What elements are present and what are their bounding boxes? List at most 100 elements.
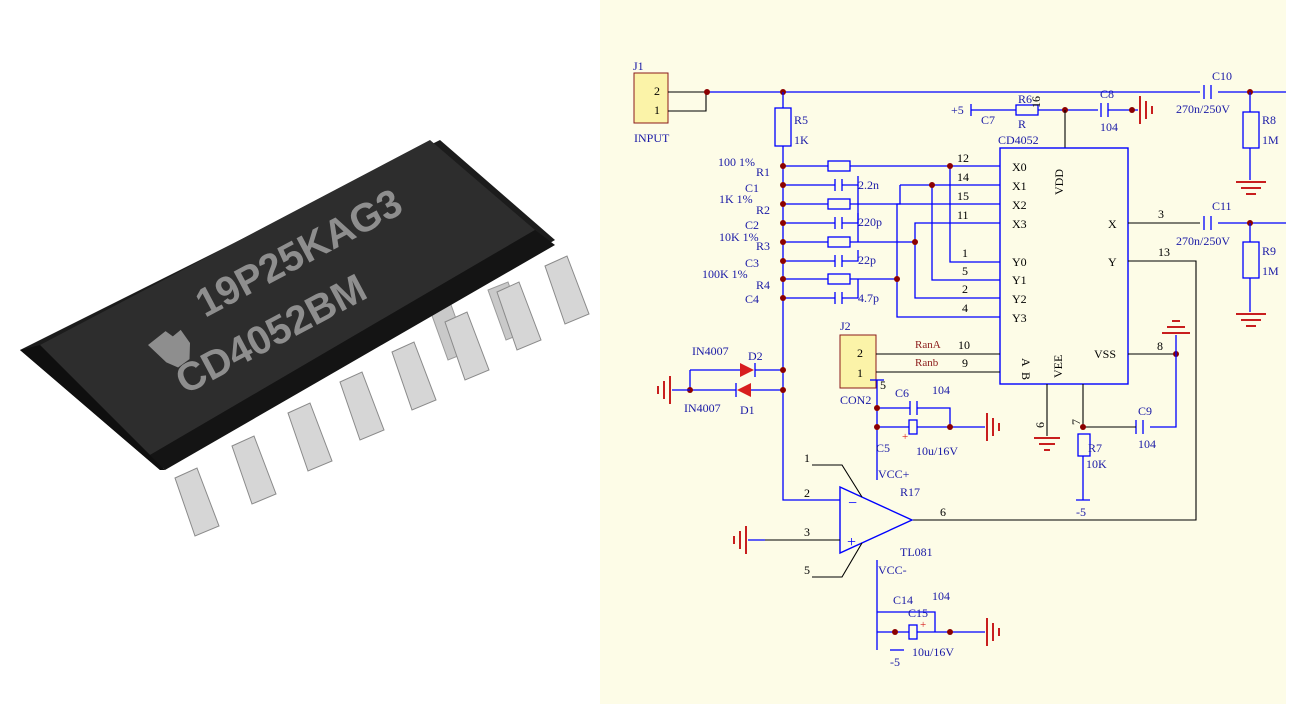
pin-front-7 (496, 281, 542, 351)
j2-wires (876, 353, 1000, 373)
chip-body-top (40, 140, 535, 455)
junction (780, 182, 786, 188)
c8-capacitor (1100, 103, 1109, 117)
junction (874, 405, 880, 411)
schematic: J1 2 1 INPUT C10 270n/250V R8 1M (600, 0, 1286, 704)
j1-connector (633, 72, 669, 124)
pin-front-2 (231, 435, 277, 505)
mux-pin2: 2 (962, 282, 968, 296)
r4-ref: R4 (756, 278, 770, 292)
c3-value: 22p (858, 253, 876, 267)
opamp-pin1-wire (812, 464, 863, 498)
junction (892, 629, 898, 635)
mux-x0: X0 (1012, 160, 1027, 174)
ground-icon (1034, 437, 1060, 451)
j2-name: CON2 (840, 393, 871, 407)
mux-y-out (912, 260, 1197, 521)
net-pin13: 13 (1158, 245, 1170, 259)
right-margin (1286, 0, 1301, 712)
pin-front-8 (544, 255, 590, 325)
r1-resistor (827, 160, 851, 172)
r8-resistor (1242, 111, 1260, 149)
net-pin8: 8 (1157, 339, 1163, 353)
mux-pin9: 9 (962, 356, 968, 370)
bottom-minus5: -5 (890, 655, 900, 669)
c3-capacitor (834, 255, 843, 267)
x2-net (858, 203, 1000, 280)
mux-y: Y (1108, 255, 1117, 269)
r3-resistor (827, 236, 851, 248)
y3-net (896, 279, 1000, 318)
opamp-ref: R17 (900, 485, 920, 499)
d2-type: IN4007 (692, 344, 729, 358)
junction (1080, 424, 1086, 430)
c6-value: 104 (932, 383, 950, 397)
y2-net (914, 242, 1000, 299)
j2-net-b: Ranb (915, 357, 939, 369)
c14-wire (877, 611, 936, 632)
j2-connector (839, 334, 877, 389)
r4-resistor (827, 273, 851, 285)
mux-pin15: 15 (957, 189, 969, 203)
r7-minus5: -5 (1076, 505, 1086, 519)
d2-diode (740, 363, 754, 377)
tl081-opamp (839, 485, 914, 555)
d2-ref: D2 (748, 349, 763, 363)
r6-ref: R6 (1018, 92, 1032, 106)
c11-value: 270n/250V (1176, 234, 1230, 248)
mux-vss: VSS (1094, 347, 1116, 361)
mux-b: B (1019, 372, 1033, 380)
junction (704, 89, 710, 95)
j2-pin1: 1 (857, 366, 863, 380)
opamp-pin5-wire (812, 542, 863, 578)
mux-pin10: 10 (958, 338, 970, 352)
j1-pin2: 2 (654, 84, 660, 98)
c3-ref: C3 (745, 256, 759, 270)
c11-capacitor (1203, 216, 1212, 230)
c6-capacitor (909, 401, 918, 415)
c2-capacitor (834, 217, 843, 229)
mux-part: CD4052 (998, 133, 1039, 147)
c4-wire (783, 288, 859, 299)
ground-icon (657, 376, 671, 404)
junction (780, 163, 786, 169)
ground-icon (1139, 96, 1153, 124)
mux-pin1: 1 (962, 246, 968, 260)
junction (894, 276, 900, 282)
r6-value: R (1018, 117, 1026, 131)
mux-x1: X1 (1012, 179, 1027, 193)
mux-y1: Y1 (1012, 273, 1027, 287)
r2-value: 1K 1% (719, 192, 753, 206)
opamp-pin1: 1 (804, 451, 810, 465)
r4-value: 100K 1% (702, 267, 748, 281)
c1-wire (783, 176, 859, 186)
c3-wire (783, 250, 859, 262)
mux-pin11: 11 (957, 208, 969, 222)
chip-photo-svg: 19P25KAG3 CD4052BM (20, 140, 590, 537)
r8-ref: R8 (1262, 113, 1276, 127)
mux-pin12: 12 (957, 151, 969, 165)
junction (1129, 107, 1135, 113)
opamp-pin2: 2 (804, 486, 810, 500)
junction (780, 239, 786, 245)
c15-capacitor (908, 624, 918, 640)
c9-ref: C9 (1138, 404, 1152, 418)
c10-capacitor (1203, 85, 1212, 99)
junction (780, 367, 786, 373)
opamp-pin6: 6 (940, 505, 946, 519)
chip-body-left-edge (20, 345, 165, 470)
c9-capacitor (1135, 420, 1144, 434)
c4-value: 4.7p (858, 291, 879, 305)
r2-resistor (827, 198, 851, 210)
c2-value: 220p (858, 215, 882, 229)
c2-ref: C2 (745, 218, 759, 232)
d1-ref: D1 (740, 403, 755, 417)
d1-diode (737, 383, 751, 397)
pin-front-5 (391, 341, 437, 411)
c2-wire (783, 213, 859, 224)
c4-ref: C4 (745, 292, 759, 306)
c5-ref: C5 (876, 441, 890, 455)
j2-pin2: 2 (857, 346, 863, 360)
opamp-vcc-pos: VCC+ (878, 467, 910, 481)
mux-pin5: 5 (962, 264, 968, 278)
